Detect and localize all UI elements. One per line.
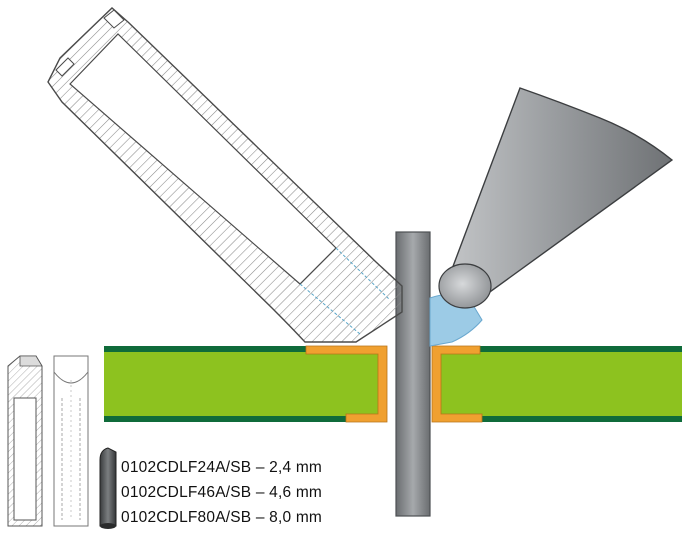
- variant-separator-3: –: [251, 509, 270, 526]
- variant-size-1: 2,4 mm: [269, 459, 323, 476]
- tip-miniature-icon: [99, 447, 117, 529]
- tip-front-view-icon: [53, 355, 89, 527]
- variant-size-2: 4,6 mm: [269, 484, 323, 501]
- component-lead: [395, 231, 431, 517]
- variant-code-1: 0102CDLF24A/SB: [121, 459, 252, 476]
- chisel-solder-tip-cross-section: [47, 7, 403, 343]
- variant-code-3: 0102CDLF80A/SB: [121, 509, 252, 526]
- variant-label-1: 0102CDLF24A/SB – 2,4 mm: [121, 459, 322, 477]
- soldering-iron: [438, 87, 674, 309]
- variant-label-3: 0102CDLF80A/SB – 8,0 mm: [121, 509, 322, 527]
- variant-separator-2: –: [251, 484, 270, 501]
- variant-code-2: 0102CDLF46A/SB: [121, 484, 252, 501]
- copper-pad-left: [305, 345, 388, 423]
- pcb-left: [104, 346, 387, 422]
- pcb-right: [432, 346, 682, 422]
- variant-size-3: 8,0 mm: [269, 509, 323, 526]
- tip-side-view-icon: [7, 355, 43, 527]
- copper-pad-right: [431, 345, 483, 423]
- variant-separator-1: –: [251, 459, 270, 476]
- variant-label-2: 0102CDLF46A/SB – 4,6 mm: [121, 484, 322, 502]
